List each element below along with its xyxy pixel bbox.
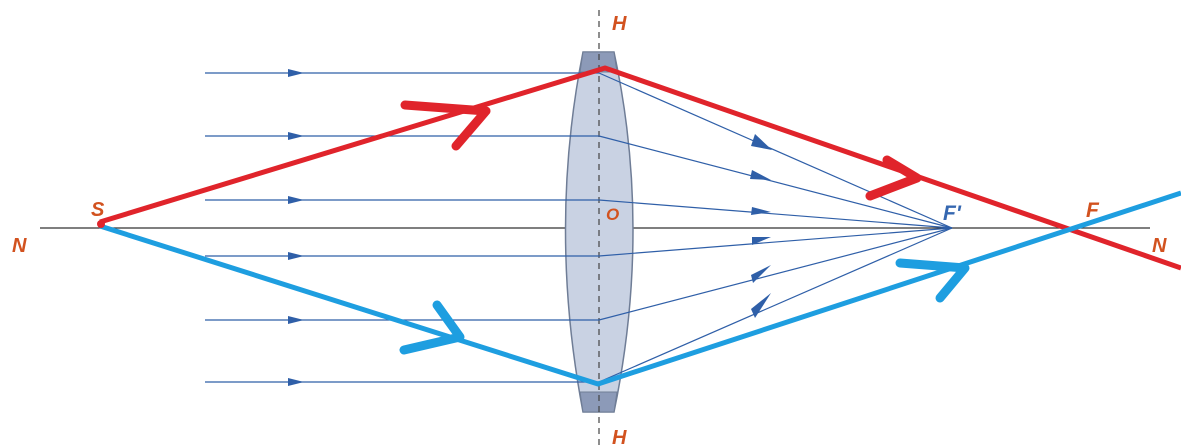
blue-ray bbox=[99, 190, 1181, 387]
source-point bbox=[97, 220, 105, 228]
incident-ray-arrows bbox=[288, 69, 304, 386]
red-ray bbox=[99, 65, 1181, 271]
blue-ray-arrow-2 bbox=[895, 258, 970, 303]
image-focus-label: F' bbox=[943, 202, 962, 225]
refracted-ray-arrows bbox=[750, 134, 772, 318]
red-ray-arrow-1 bbox=[400, 100, 491, 151]
focus-label: F bbox=[1086, 199, 1100, 222]
blue-ray-arrow-1 bbox=[399, 300, 465, 355]
refracted-rays bbox=[598, 72, 953, 383]
axis-label-left: N bbox=[12, 235, 27, 257]
lens-label-top: H bbox=[612, 13, 627, 35]
red-ray-arrow-2 bbox=[865, 155, 922, 201]
source-label: S bbox=[91, 199, 105, 221]
axis-label-right: N bbox=[1152, 235, 1167, 257]
optical-center-label: O bbox=[606, 205, 619, 224]
lens-bottom-cap bbox=[579, 391, 618, 413]
lens-label-bottom: H bbox=[612, 427, 627, 448]
